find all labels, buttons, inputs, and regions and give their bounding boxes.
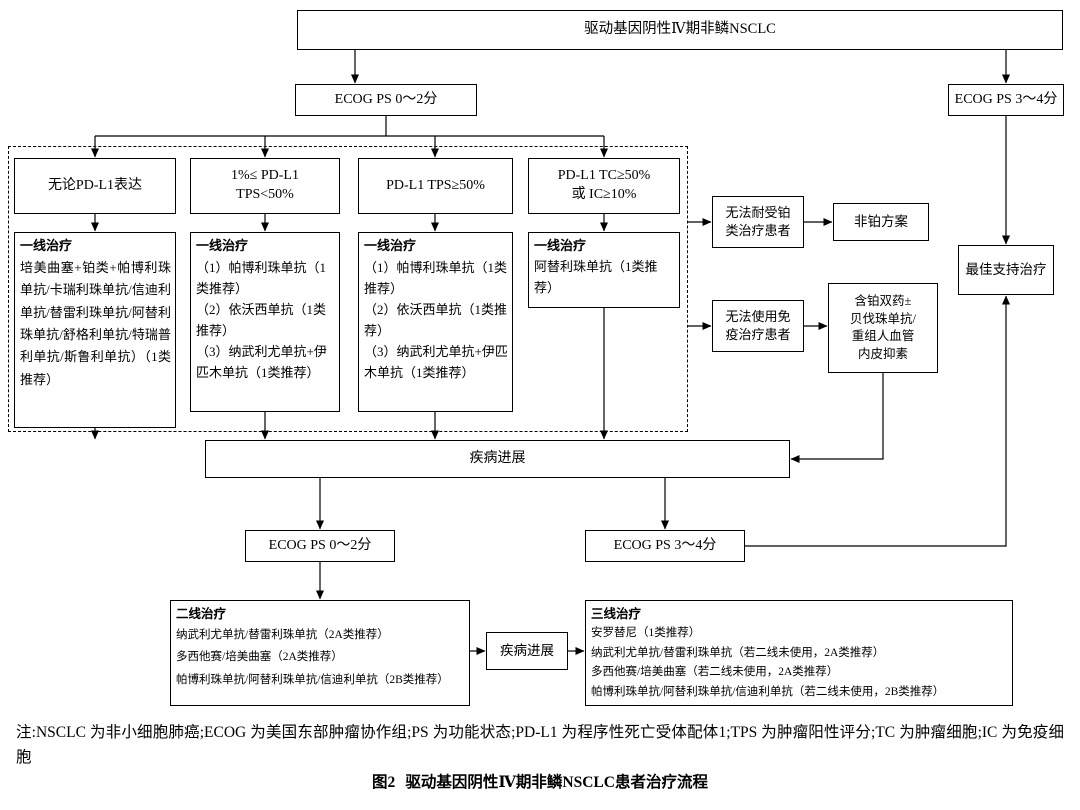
node-first-line-4: 一线治疗 阿替利珠单抗（1类推荐） bbox=[528, 232, 680, 308]
first-line-3-title: 一线治疗 bbox=[364, 238, 417, 253]
first-line-2-title: 一线治疗 bbox=[196, 238, 249, 253]
second-line-title: 二线治疗 bbox=[176, 607, 227, 621]
node-pdl1-tc-ic: PD-L1 TC≥50% 或 IC≥10% bbox=[528, 158, 680, 214]
node-ecog-ps-0-2-top: ECOG PS 0～2分 bbox=[295, 84, 477, 116]
first-line-1-title: 一线治疗 bbox=[20, 238, 73, 253]
node-first-line-2: 一线治疗 （1）帕博利珠单抗（1类推荐） （2）依沃西单抗（1类推荐） （3）纳… bbox=[190, 232, 340, 412]
node-pdl1-tps-ge50: PD-L1 TPS≥50% bbox=[358, 158, 513, 214]
figure-caption-text: 驱动基因阴性Ⅳ期非鳞NSCLC患者治疗流程 bbox=[405, 774, 708, 791]
second-line-body: 纳武利尤单抗/替雷利珠单抗（2A类推荐） 多西他赛/培美曲塞（2A类推荐） 帕博… bbox=[176, 629, 449, 686]
node-first-line-3: 一线治疗 （1）帕博利珠单抗（1类推荐） （2）依沃西单抗（1类推荐） （3）纳… bbox=[358, 232, 513, 412]
figure-caption-label: 图2 bbox=[372, 774, 396, 791]
node-first-line-1: 一线治疗 培美曲塞+铂类+帕博利珠单抗/卡瑞利珠单抗/信迪利单抗/替雷利珠单抗/… bbox=[14, 232, 176, 428]
node-third-line: 三线治疗 安罗替尼（1类推荐） 纳武利尤单抗/替雷利珠单抗（若二线未使用，2A类… bbox=[585, 600, 1013, 706]
edge-ecog02-branch-trunk bbox=[95, 116, 604, 137]
node-best-supportive-care: 最佳支持治疗 bbox=[958, 245, 1054, 295]
node-root: 驱动基因阴性Ⅳ期非鳞NSCLC bbox=[297, 10, 1063, 50]
node-non-platinum-regimen: 非铂方案 bbox=[833, 203, 929, 241]
first-line-3-body: （1）帕博利珠单抗（1类推荐） （2）依沃西单抗（1类推荐） （3）纳武利尤单抗… bbox=[364, 259, 508, 381]
node-disease-progression: 疾病进展 bbox=[205, 440, 790, 478]
node-ecog-ps-0-2-second: ECOG PS 0～2分 bbox=[245, 530, 395, 562]
footnote: 注:NSCLC 为非小细胞肺癌;ECOG 为美国东部肿瘤协作组;PS 为功能状态… bbox=[16, 724, 1064, 767]
node-pdl1-any: 无论PD-L1表达 bbox=[14, 158, 176, 214]
node-platinum-doublet: 含铂双药± 贝伐珠单抗/ 重组人血管 内皮抑素 bbox=[828, 283, 938, 373]
node-disease-progression-small: 疾病进展 bbox=[486, 632, 568, 670]
third-line-title: 三线治疗 bbox=[591, 607, 642, 621]
node-second-line: 二线治疗 纳武利尤单抗/替雷利珠单抗（2A类推荐） 多西他赛/培美曲塞（2A类推… bbox=[170, 600, 470, 706]
first-line-options-group bbox=[8, 146, 688, 432]
node-no-immunotherapy: 无法使用免 疫治疗患者 bbox=[712, 300, 804, 352]
node-platinum-intolerant: 无法耐受铂 类治疗患者 bbox=[712, 196, 804, 248]
first-line-4-body: 阿替利珠单抗（1类推荐） bbox=[534, 258, 658, 295]
node-pdl1-tps-1-50: 1%≤ PD-L1 TPS<50% bbox=[190, 158, 340, 214]
node-ecog-ps-3-4-second: ECOG PS 3～4分 bbox=[585, 530, 745, 562]
figure-caption: 图2 驱动基因阴性Ⅳ期非鳞NSCLC患者治疗流程 bbox=[0, 770, 1080, 792]
first-line-2-body: （1）帕博利珠单抗（1类推荐） （2）依沃西单抗（1类推荐） （3）纳武利尤单抗… bbox=[196, 259, 327, 381]
edge-doublet-to-progression bbox=[790, 373, 884, 463]
third-line-body: 安罗替尼（1类推荐） 纳武利尤单抗/替雷利珠单抗（若二线未使用，2A类推荐） 多… bbox=[591, 627, 945, 698]
node-ecog-ps-3-4-top: ECOG PS 3～4分 bbox=[948, 84, 1064, 116]
first-line-4-title: 一线治疗 bbox=[534, 238, 587, 253]
first-line-1-body: 培美曲塞+铂类+帕博利珠单抗/卡瑞利珠单抗/信迪利单抗/替雷利珠单抗/阿替利珠单… bbox=[20, 259, 171, 387]
